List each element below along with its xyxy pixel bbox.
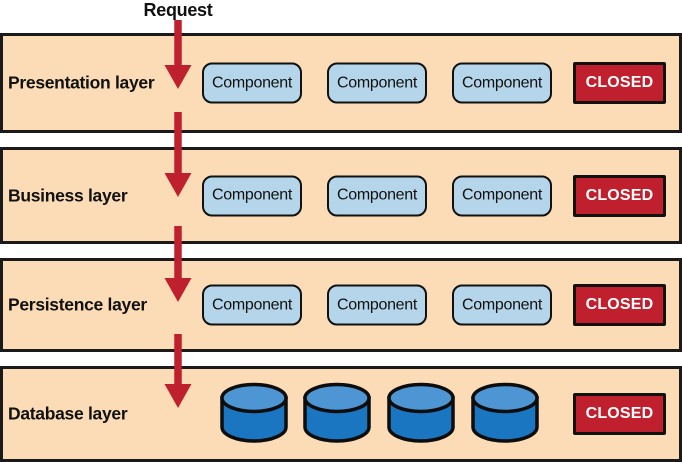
layer-database: Database layer CLOSED (0, 366, 682, 462)
database-icon (301, 382, 373, 446)
closed-badge: CLOSED (573, 62, 666, 104)
layer-label: Persistence layer (8, 294, 147, 315)
layer-label: Business layer (8, 185, 128, 205)
layer-presentation: Presentation layer Component Component C… (0, 33, 682, 133)
request-arrow-1 (164, 20, 192, 89)
layer-label: Database layer (8, 403, 128, 424)
closed-badge: CLOSED (573, 284, 666, 326)
component-box: Component (202, 284, 302, 326)
layer-persistence: Persistence layer Component Component Co… (0, 258, 682, 352)
request-arrow-4 (164, 334, 192, 408)
database-icon (218, 382, 290, 446)
arrow-down-icon (164, 334, 192, 408)
component-box: Component (452, 175, 552, 216)
component-box: Component (327, 62, 427, 104)
component-box: Component (327, 175, 427, 216)
closed-badge: CLOSED (573, 174, 666, 217)
database-icon (385, 382, 457, 446)
request-arrow-2 (164, 112, 192, 197)
layer-business: Business layer Component Component Compo… (0, 147, 682, 244)
arrow-down-icon (164, 20, 192, 89)
component-box: Component (452, 62, 552, 104)
component-box: Component (202, 62, 302, 104)
closed-badge: CLOSED (573, 393, 666, 435)
request-arrow-3 (164, 226, 192, 302)
component-box: Component (327, 284, 427, 326)
database-icon (469, 382, 541, 446)
layer-label: Presentation layer (8, 72, 155, 93)
arrow-down-icon (164, 226, 192, 302)
request-label: Request (143, 0, 213, 20)
arrow-down-icon (164, 112, 192, 197)
component-box: Component (202, 175, 302, 216)
component-box: Component (452, 284, 552, 326)
